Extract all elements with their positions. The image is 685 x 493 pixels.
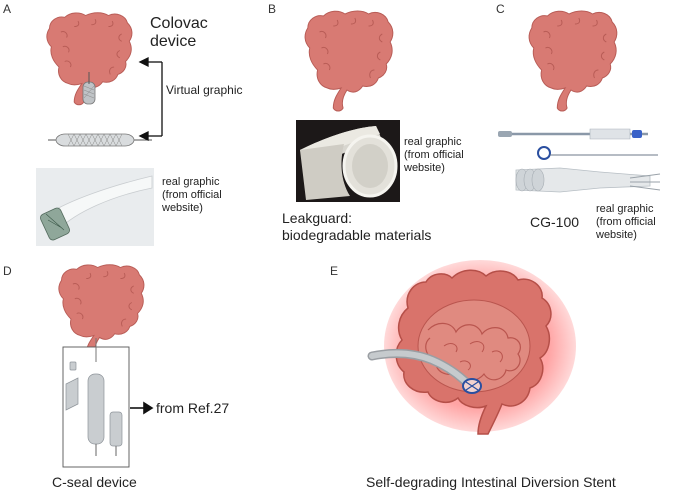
colon-illustration-c	[528, 10, 618, 112]
stent-caption: Self-degrading Intestinal Diversion Sten…	[366, 474, 616, 490]
c-real-graphic-line3: website)	[596, 229, 637, 241]
colovac-virtual-stent	[48, 133, 152, 147]
cg100-device-illustration	[498, 128, 661, 193]
a-real-graphic-line2: (from official	[162, 189, 222, 201]
colovac-virtual-insert	[82, 72, 96, 105]
panel-letter-a: A	[3, 2, 12, 16]
colovac-title-line2: device	[150, 33, 197, 50]
c-real-graphic-line2: (from official	[596, 216, 656, 228]
colovac-photo	[36, 168, 154, 246]
colon-illustration-b	[304, 10, 394, 112]
leakguard-photo	[296, 120, 400, 202]
leakguard-caption-line2: biodegradable materials	[282, 227, 432, 243]
b-real-graphic-line1: real graphic	[404, 136, 462, 148]
virtual-graphic-bracket-arrows	[138, 56, 163, 142]
panel-letter-e: E	[330, 264, 339, 278]
virtual-graphic-label: Virtual graphic	[166, 83, 243, 97]
intestine-illustration-e	[367, 260, 576, 435]
c-real-graphic-line1: real graphic	[596, 203, 654, 215]
a-real-graphic-line3: website)	[162, 202, 203, 214]
panel-letter-d: D	[3, 264, 12, 278]
cseal-inset	[62, 338, 130, 468]
b-real-graphic-line2: (from official	[404, 149, 464, 161]
panel-letter-b: B	[268, 2, 277, 16]
colovac-title-line1: Colovac	[150, 15, 208, 32]
cseal-reference-arrow	[130, 401, 154, 415]
a-real-graphic-line1: real graphic	[162, 176, 220, 188]
cseal-caption: C-seal device	[52, 474, 137, 490]
colon-illustration-d	[58, 264, 145, 358]
cseal-ref-label: from Ref.27	[156, 400, 230, 416]
panel-letter-c: C	[496, 2, 505, 16]
cg100-caption: CG-100	[530, 214, 580, 230]
leakguard-caption-line1: Leakguard:	[282, 210, 353, 226]
b-real-graphic-line3: website)	[404, 162, 445, 174]
